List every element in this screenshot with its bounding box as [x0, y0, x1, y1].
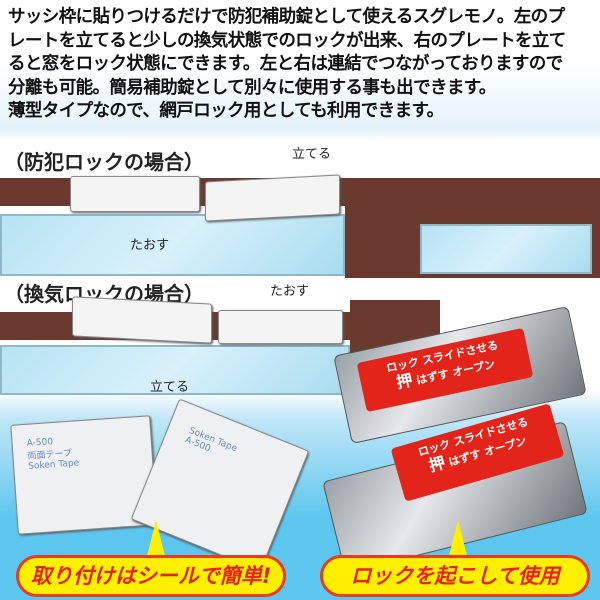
lock-plate-down: [218, 310, 343, 344]
lock-plate-up: [72, 296, 212, 344]
intro-line: サッシ枠に貼りつけるだけで防犯補助錠として使えるスグレモノ。左のプ: [8, 7, 565, 27]
label-up: 立てる: [150, 380, 190, 395]
release-text: はずす: [447, 447, 483, 469]
intro-text: サッシ枠に貼りつけるだけで防犯補助錠として使えるスグレモノ。左のプ レートを立て…: [8, 6, 598, 124]
push-text: 押: [426, 452, 448, 476]
open-text: オープン: [451, 357, 497, 380]
window-glass: [0, 345, 350, 395]
lock-plate-down: [70, 176, 200, 212]
callout-pointer: [146, 520, 166, 560]
intro-line: ると窓をロック状態にできます。左と右は連結でつながっておりますので: [8, 54, 563, 74]
intro-line: レートを立てると少しの換気状態でのロックが出来、右のプレートを立て: [8, 30, 566, 51]
section1-heading: （防犯ロックの場合）: [4, 150, 204, 174]
callout-left: 取り付けはシールで簡単!: [16, 555, 286, 597]
intro-line: 分離も可能。簡易補助錠として別々に使用する事も出できます。: [8, 77, 496, 98]
window-glass: [0, 214, 345, 276]
release-text: はずす: [415, 367, 451, 388]
window-glass: [420, 224, 592, 274]
push-text: 押: [394, 370, 415, 393]
intro-line: 薄型タイプなので、網戸ロック用としても利用できます。: [8, 101, 444, 121]
label-up: 立てる: [292, 147, 332, 162]
callout-right: ロックを起こして使用: [320, 555, 590, 597]
label-down: たおす: [130, 238, 170, 253]
lock-plate-up: [205, 174, 340, 222]
callout-pointer: [448, 520, 468, 560]
label-down: たおす: [270, 284, 310, 299]
